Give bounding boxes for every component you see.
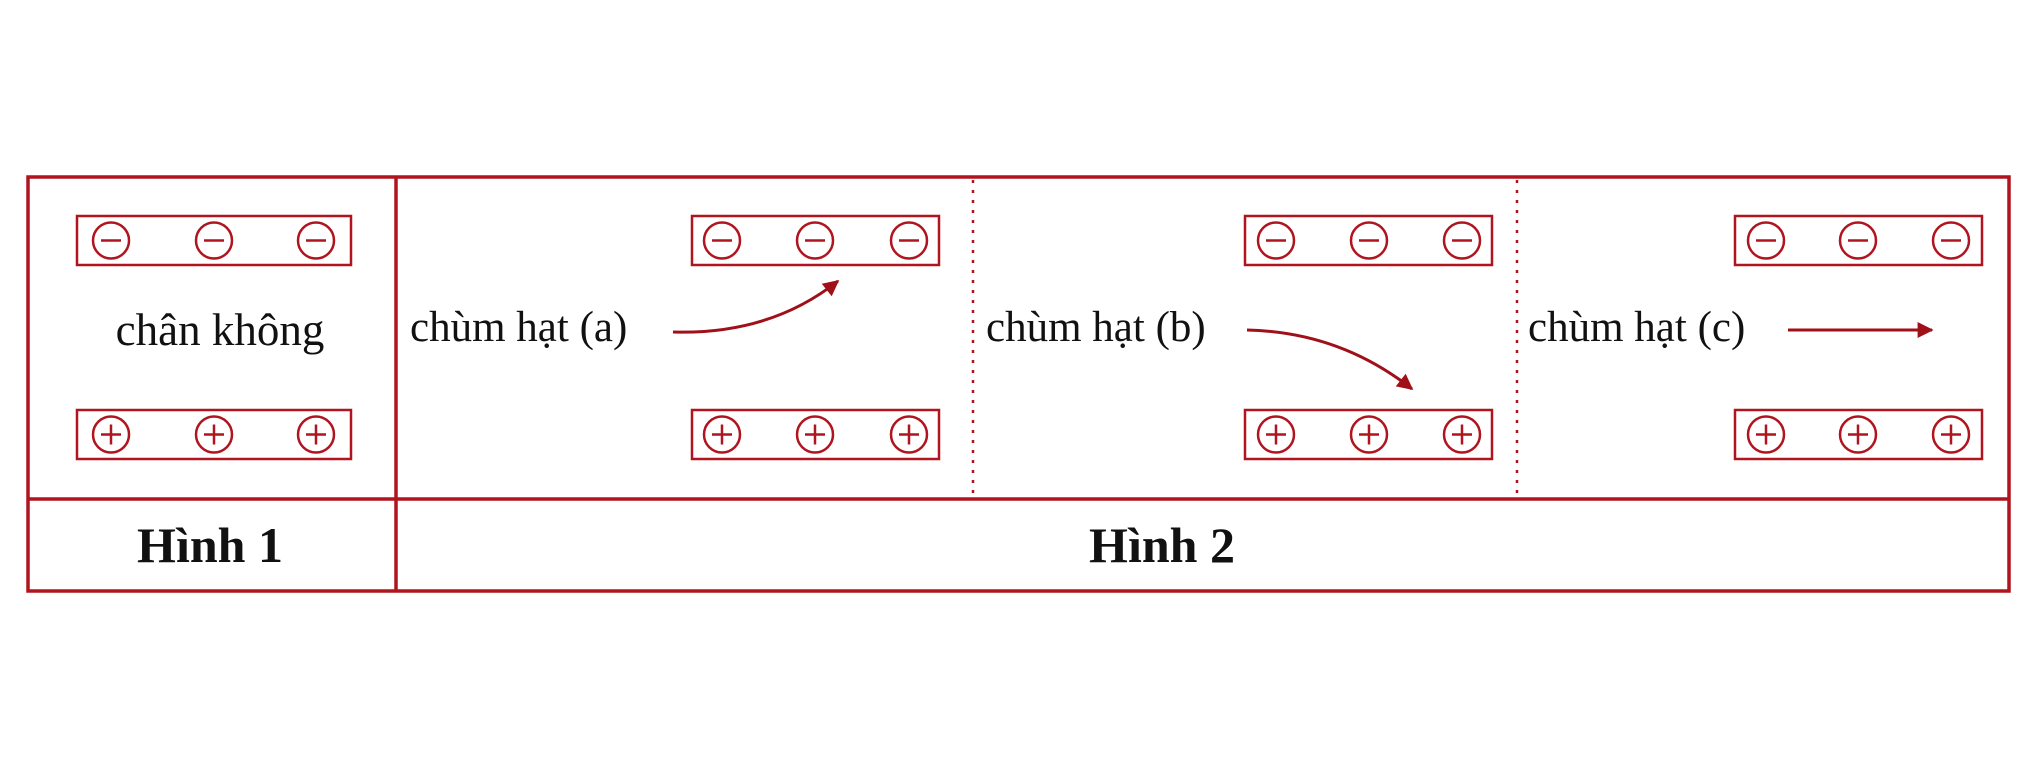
beam-a-label: chùm hạt (a): [410, 304, 627, 351]
figure1-top-plate: [75, 214, 353, 267]
minus-charge-icon: [91, 221, 131, 260]
minus-charge-icon: [1931, 221, 1971, 260]
minus-charge-icon: [1349, 221, 1389, 260]
plate-rect: [1243, 408, 1494, 461]
plus-charge-icon: [194, 415, 234, 454]
figure2-caption: Hình 2: [1089, 517, 1235, 573]
plate-rect: [1243, 214, 1494, 267]
plate-rect: [75, 408, 353, 461]
plus-charge-icon: [296, 415, 336, 454]
plate-rect: [75, 214, 353, 267]
minus-charge-icon: [1838, 221, 1878, 260]
beam-b-arrow: [1246, 328, 1414, 391]
plus-charge-icon: [702, 415, 742, 454]
outer-frame: [26, 175, 2011, 593]
plus-charge-icon: [1838, 415, 1878, 454]
minus-charge-icon: [194, 221, 234, 260]
panel-a-bottom-plate: [690, 408, 941, 461]
panel-c-top-plate: [1733, 214, 1984, 267]
panel-a-top-plate: [690, 214, 941, 267]
minus-charge-icon: [296, 221, 336, 260]
plate-rect: [1733, 214, 1984, 267]
figure1-bottom-plate: [75, 408, 353, 461]
plus-charge-icon: [1256, 415, 1296, 454]
minus-charge-icon: [1746, 221, 1786, 260]
plate-rect: [1733, 408, 1984, 461]
plus-charge-icon: [889, 415, 929, 454]
plus-charge-icon: [1349, 415, 1389, 454]
plus-charge-icon: [1931, 415, 1971, 454]
plus-charge-icon: [795, 415, 835, 454]
vacuum-label: chân không: [116, 305, 325, 355]
beam-b-label: chùm hạt (b): [986, 304, 1206, 351]
beam-a-arrow: [672, 279, 840, 334]
plate-rect: [690, 214, 941, 267]
plus-charge-icon: [1746, 415, 1786, 454]
panel-c-bottom-plate: [1733, 408, 1984, 461]
plate-rect: [690, 408, 941, 461]
panel-b-top-plate: [1243, 214, 1494, 267]
beam-c-label: chùm hạt (c): [1528, 304, 1745, 351]
minus-charge-icon: [702, 221, 742, 260]
plus-charge-icon: [1442, 415, 1482, 454]
minus-charge-icon: [1256, 221, 1296, 260]
figure1-caption: Hình 1: [137, 517, 283, 573]
minus-charge-icon: [1442, 221, 1482, 260]
panel-b-bottom-plate: [1243, 408, 1494, 461]
plus-charge-icon: [91, 415, 131, 454]
minus-charge-icon: [889, 221, 929, 260]
minus-charge-icon: [795, 221, 835, 260]
